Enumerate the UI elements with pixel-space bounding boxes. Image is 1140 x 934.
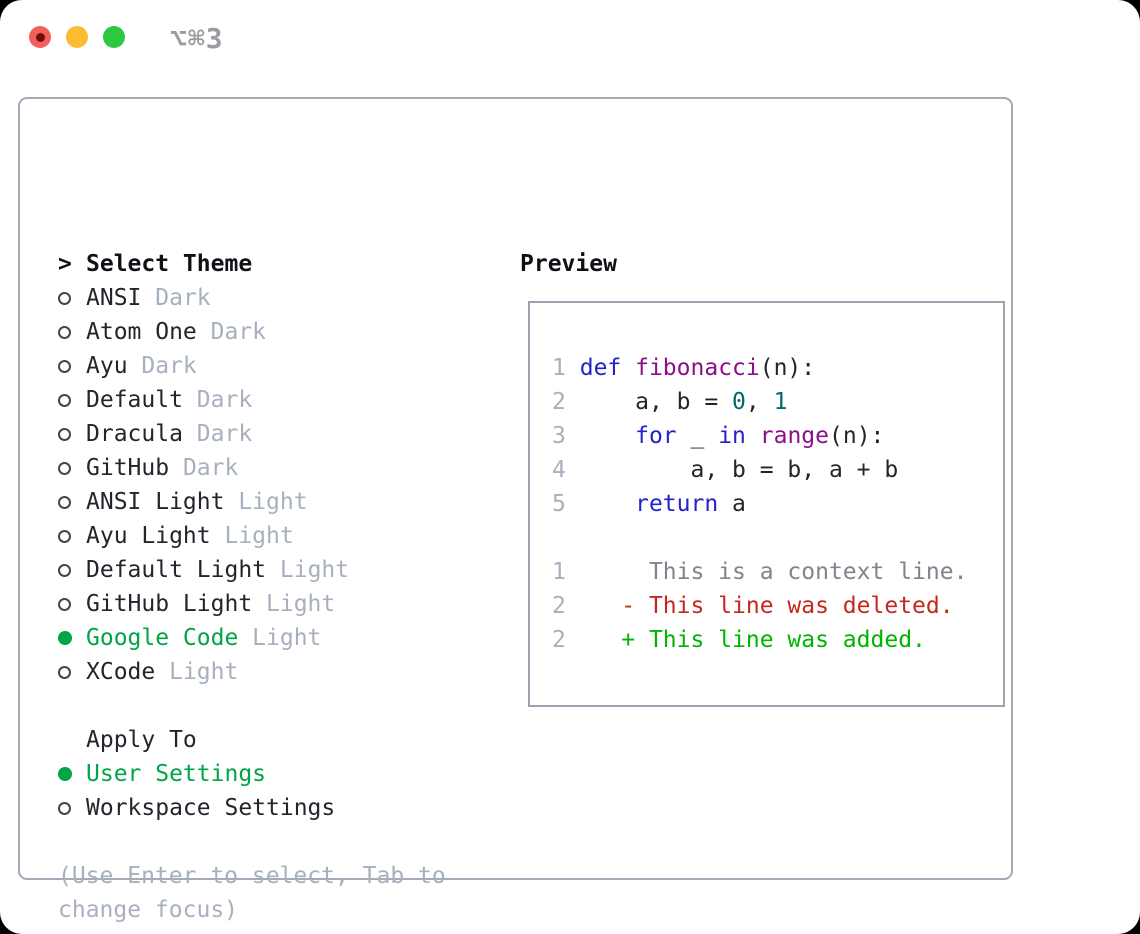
radio-icon — [58, 801, 71, 815]
traffic-lights — [29, 26, 125, 48]
line-number: 3 — [552, 423, 566, 449]
help-text-line-1: (Use Enter to select, Tab to — [58, 863, 446, 889]
theme-option-github[interactable]: GitHub Dark — [58, 451, 498, 485]
theme-variant: Dark — [155, 285, 211, 311]
theme-option-default[interactable]: Default Dark — [58, 383, 498, 417]
spacer — [58, 689, 498, 723]
radio-icon — [58, 393, 71, 407]
preview-title: Preview — [520, 251, 617, 277]
theme-variant: Light — [238, 489, 308, 515]
apply-to-title: Apply To — [86, 727, 197, 753]
diff-line-added: 2 + This line was added. — [552, 627, 926, 653]
radio-icon — [58, 529, 71, 543]
theme-option-dracula[interactable]: Dracula Dark — [58, 417, 498, 451]
theme-variant: Dark — [210, 319, 267, 345]
help-text-line-2: change focus) — [58, 897, 239, 923]
close-button[interactable] — [29, 26, 51, 48]
theme-option-github-light[interactable]: GitHub Light Light — [58, 587, 498, 621]
diff-line-context: 1 This is a context line. — [552, 559, 968, 585]
line-number: 2 — [552, 593, 566, 619]
theme-option-ayu[interactable]: Ayu Dark — [58, 349, 498, 383]
radio-icon — [58, 665, 71, 679]
theme-variant: Light — [252, 625, 322, 651]
theme-options-list: ANSI Dark Atom One Dark Ayu Dark Default… — [58, 281, 498, 689]
theme-variant: Light — [279, 557, 350, 583]
theme-name: GitHub — [86, 455, 183, 481]
theme-variant: Light — [224, 523, 294, 549]
minimize-button[interactable] — [66, 26, 88, 48]
line-number: 1 — [552, 559, 566, 585]
diff-preview: 1 This is a context line. 2 - This line w… — [552, 555, 1003, 657]
blank-line — [552, 521, 1003, 555]
apply-option-label: Workspace Settings — [86, 795, 336, 821]
theme-name: Ayu — [86, 353, 142, 379]
theme-option-google-code[interactable]: Google Code Light — [58, 621, 498, 655]
code-line: 4 a, b = b, a + b — [552, 457, 899, 483]
theme-name: Atom One — [86, 319, 211, 345]
theme-option-ansi-light[interactable]: ANSI Light Light — [58, 485, 498, 519]
line-number: 2 — [552, 389, 566, 415]
apply-to-header: Apply To — [58, 723, 498, 757]
theme-variant: Light — [169, 659, 239, 685]
line-number: 2 — [552, 627, 566, 653]
line-number: 1 — [552, 355, 566, 381]
radio-icon — [58, 631, 72, 645]
radio-icon — [58, 325, 71, 339]
select-theme-header: > Select Theme — [58, 247, 498, 281]
code-line: 5 return a — [552, 491, 746, 517]
window-title: ⌥⌘3 — [170, 22, 224, 55]
radio-icon — [58, 461, 71, 475]
theme-name: Default Light — [86, 557, 280, 583]
radio-icon — [58, 359, 71, 373]
radio-icon — [58, 563, 71, 577]
theme-name: Dracula — [86, 421, 197, 447]
theme-variant: Dark — [182, 455, 239, 481]
apply-option-workspace-settings[interactable]: Workspace Settings — [58, 791, 498, 825]
preview-pane: 1 def fibonacci(n): 2 a, b = 0, 1 3 for _ … — [528, 301, 1005, 707]
theme-option-xcode[interactable]: XCode Light — [58, 655, 498, 689]
select-theme-title: Select Theme — [86, 251, 253, 277]
radio-icon — [58, 291, 71, 305]
theme-variant: Light — [266, 591, 336, 617]
theme-list-column: > Select Theme ANSI Dark Atom One Dark A… — [58, 247, 498, 927]
zoom-button[interactable] — [103, 26, 125, 48]
theme-name: Ayu Light — [86, 523, 225, 549]
radio-icon — [58, 495, 71, 509]
titlebar: ⌥⌘3 — [0, 0, 1140, 76]
radio-icon — [58, 767, 72, 781]
theme-picker-panel: > Select Theme ANSI Dark Atom One Dark A… — [18, 97, 1013, 923]
apply-option-label: User Settings — [86, 761, 267, 787]
theme-variant: Dark — [141, 353, 197, 379]
theme-name: GitHub Light — [86, 591, 267, 617]
theme-option-atom-one[interactable]: Atom One Dark — [58, 315, 498, 349]
code-preview: 1 def fibonacci(n): 2 a, b = 0, 1 3 for _ … — [552, 351, 1003, 521]
cursor-marker: > — [58, 251, 72, 277]
theme-name: XCode — [86, 659, 170, 685]
code-line: 3 for _ in range(n): — [552, 423, 885, 449]
diff-line-deleted: 2 - This line was deleted. — [552, 593, 954, 619]
radio-icon — [58, 427, 71, 441]
theme-variant: Dark — [196, 421, 253, 447]
code-line: 1 def fibonacci(n): — [552, 355, 816, 381]
theme-variant: Dark — [196, 387, 253, 413]
code-line: 2 a, b = 0, 1 — [552, 389, 788, 415]
close-modified-dot-icon — [35, 32, 45, 42]
line-number: 4 — [552, 457, 566, 483]
theme-name: Default — [86, 387, 197, 413]
theme-name: Google Code — [86, 625, 253, 651]
theme-name: ANSI Light — [86, 489, 239, 515]
radio-icon — [58, 597, 71, 611]
theme-option-ansi[interactable]: ANSI Dark — [58, 281, 498, 315]
apply-option-user-settings[interactable]: User Settings — [58, 757, 498, 791]
apply-to-options-list: User Settings Workspace Settings — [58, 757, 498, 825]
theme-name: ANSI — [86, 285, 156, 311]
theme-option-ayu-light[interactable]: Ayu Light Light — [58, 519, 498, 553]
line-number: 5 — [552, 491, 566, 517]
theme-option-default-light[interactable]: Default Light Light — [58, 553, 498, 587]
spacer — [58, 825, 498, 859]
